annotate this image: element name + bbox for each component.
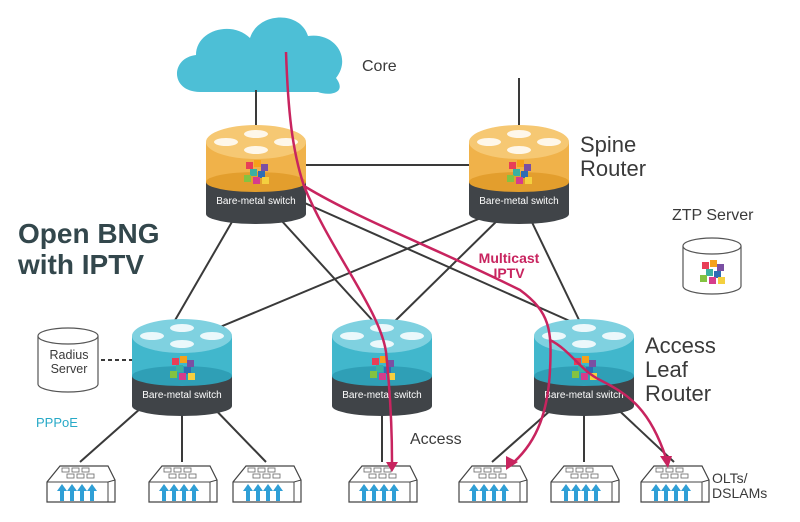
olts-dslams-label: OLTs/ DSLAMs xyxy=(712,470,768,502)
switch-label: Bare-metal switch xyxy=(544,390,623,401)
page-title: Open BNG with IPTV xyxy=(18,218,160,281)
spine-router-label: Spine Router xyxy=(580,132,647,181)
core-label: Core xyxy=(362,58,397,75)
ztp-server-label: ZTP Server xyxy=(672,207,754,224)
olt-icon xyxy=(148,465,218,503)
spine-switch-left: Bare-metal switch xyxy=(206,125,306,224)
multicast-iptv-paths xyxy=(284,51,668,463)
leaf-switch-left: Bare-metal switch xyxy=(132,319,232,416)
olt-icon xyxy=(458,465,528,503)
multicast-iptv-label: Multicast IPTV xyxy=(478,250,540,282)
spine-switch-right: Bare-metal switch xyxy=(469,125,569,224)
radius-server-icon xyxy=(37,327,99,393)
olt-icon xyxy=(46,465,116,503)
access-leaf-router-label: Access Leaf Router xyxy=(645,333,716,406)
olt-icon xyxy=(550,465,620,503)
switch-label: Bare-metal switch xyxy=(479,196,558,207)
olt-icon xyxy=(232,465,302,503)
switch-label: Bare-metal switch xyxy=(142,390,221,401)
switch-label: Bare-metal switch xyxy=(216,196,295,207)
ztp-server-icon xyxy=(682,237,742,295)
olt-icon xyxy=(640,465,710,503)
radius-server-label: Radius Server xyxy=(49,348,89,376)
arrowhead-icon xyxy=(386,456,672,472)
olt-icon xyxy=(348,465,418,503)
cloud-icon xyxy=(176,17,343,94)
access-label: Access xyxy=(410,431,462,448)
pppoe-label: PPPoE xyxy=(36,415,78,430)
switch-label: Bare-metal switch xyxy=(342,390,421,401)
